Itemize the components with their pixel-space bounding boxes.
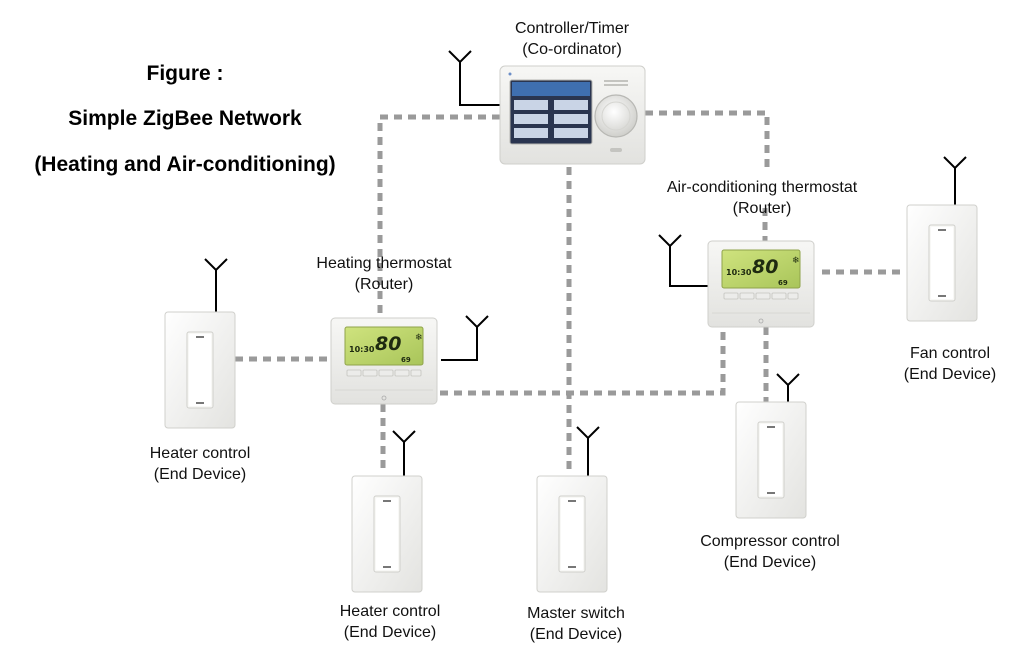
device-name: Fan control [909,345,991,362]
ac-thermostat-device: 10:30 80 [707,240,815,328]
fan-control-label: Fan control (End Device) [880,343,1020,385]
figure-title: Simple ZigBee Network [68,107,302,130]
antenna-icon [204,258,228,312]
thermostat-temp-readout: 80 [375,333,401,355]
fan-control-device [906,204,978,322]
device-name: Air-conditioning thermostat [666,179,858,196]
heater-control-bottom-device [351,475,423,593]
heating-thermostat-device: 10:30 80 [330,317,438,405]
link-controller-ac [645,110,770,168]
antenna-icon [943,156,967,205]
controller-timer-device [499,65,646,165]
figure-label: Figure : [146,62,224,85]
figure-subtitle: (Heating and Air-conditioning) [34,153,336,176]
antenna-icon [392,430,416,476]
device-role: (End Device) [529,626,623,643]
compressor-control-device [735,401,807,519]
device-role: (End Device) [343,624,437,641]
thermostat-temp-readout: 80 [752,256,778,278]
device-role: (Router) [732,200,792,217]
device-role: (Co-ordinator) [522,41,622,58]
link-heating-ac [440,327,726,396]
compressor-control-label: Compressor control (End Device) [670,531,870,573]
network-links [235,110,905,472]
master-switch-label: Master switch (End Device) [496,603,656,645]
heater-control-left-device [164,311,236,429]
antenna-icon [658,234,708,287]
device-name: Controller/Timer [514,20,630,37]
device-name: Heating thermostat [316,255,452,272]
heater-control-left-label: Heater control (End Device) [120,443,280,485]
thermostat-time-readout: 10:30 [349,345,375,354]
device-role: (End Device) [153,466,247,483]
device-role: (Router) [354,276,414,293]
master-switch-device [536,475,608,593]
controller-label: Controller/Timer (Co-ordinator) [482,18,662,60]
ac-thermostat-label: Air-conditioning thermostat (Router) [632,177,892,219]
antenna-icon [576,426,600,476]
thermostat-time-readout: 10:30 [726,268,752,277]
heating-thermostat-label: Heating thermostat (Router) [274,253,494,295]
device-name: Heater control [339,603,441,620]
device-name: Compressor control [700,533,840,550]
heater-control-bottom-label: Heater control (End Device) [310,601,470,643]
link-controller-heating [377,114,500,322]
device-name: Master switch [527,605,625,622]
antennas [204,50,967,476]
antenna-icon [448,50,500,106]
antenna-icon [441,315,489,361]
device-role: (End Device) [723,554,817,571]
device-role: (End Device) [903,366,997,383]
device-name: Heater control [149,445,251,462]
